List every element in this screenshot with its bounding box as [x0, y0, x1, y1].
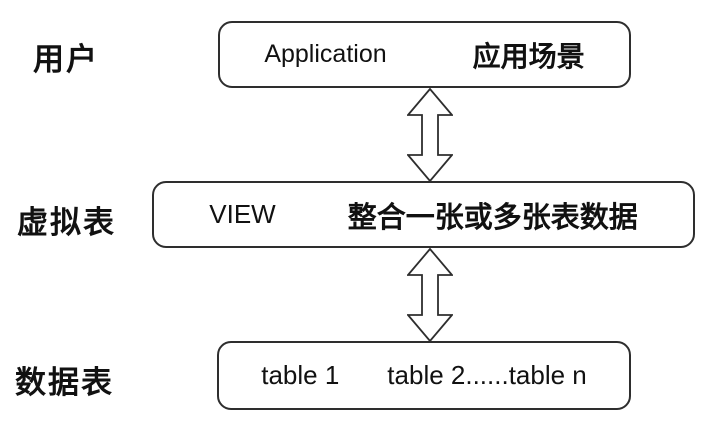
layer-label-user: 用户	[33, 42, 99, 77]
tables-box: table 1 table 2......table n	[217, 341, 631, 410]
application-box-left-text: Application	[264, 40, 387, 68]
layer-label-virtual-table: 虚拟表	[17, 205, 116, 240]
double-arrow-app-view-icon	[407, 88, 453, 182]
tables-box-left-text: table 1	[261, 360, 340, 390]
view-box-right-text: 整合一张或多张表数据	[347, 201, 638, 234]
layer-label-data-table: 数据表	[15, 365, 114, 400]
application-box-right-text: 应用场景	[472, 40, 585, 72]
double-arrow-view-table-icon	[407, 248, 453, 342]
view-box-left-text: VIEW	[209, 199, 276, 229]
application-box: Application 应用场景	[218, 21, 631, 88]
view-box: VIEW 整合一张或多张表数据	[152, 181, 695, 248]
tables-box-right-text: table 2......table n	[387, 360, 587, 390]
